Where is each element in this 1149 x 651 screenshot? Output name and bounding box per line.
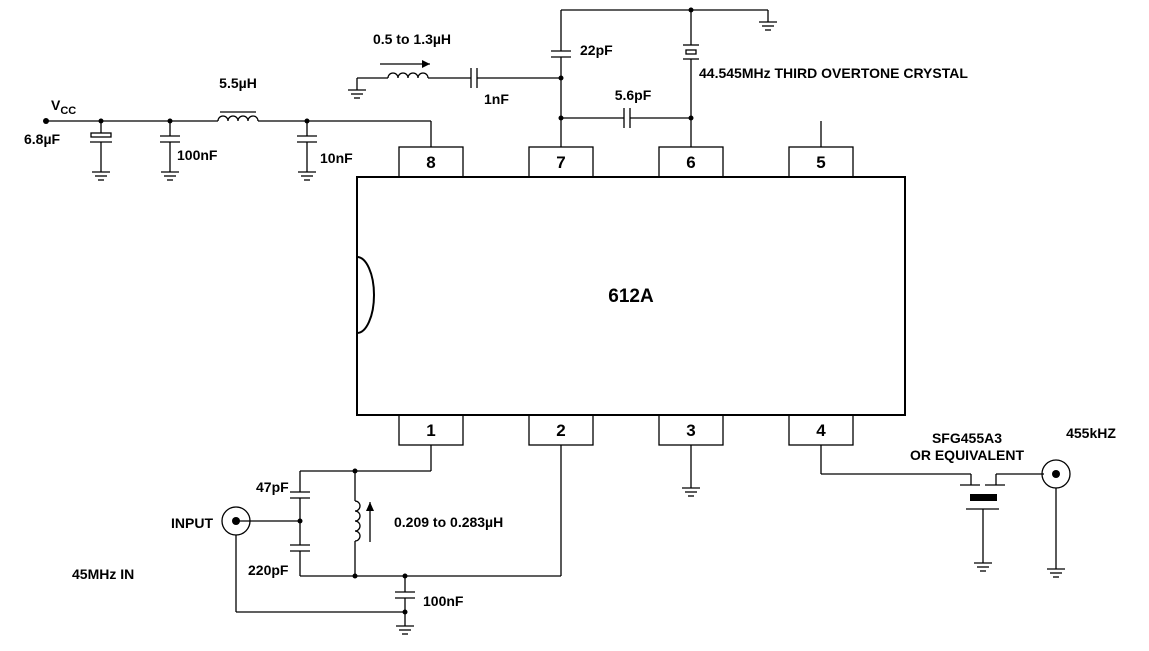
pin-2-label: 2 — [556, 421, 565, 440]
decoupling-capacitor-100nf-value: 100nF — [177, 147, 218, 163]
supply-inductor — [217, 111, 259, 122]
input-connector-label: INPUT — [171, 515, 213, 531]
oscillator-variable-inductor-value: 0.5 to 1.3µH — [373, 31, 451, 47]
feedback-capacitor-22pf — [551, 7, 778, 147]
input-variable-inductor-value: 0.209 to 0.283µH — [394, 514, 503, 530]
decoupling-capacitor-100nf — [160, 121, 180, 181]
pin-5-label: 5 — [816, 153, 825, 172]
input-capacitor-100nf — [395, 576, 415, 635]
overtone-crystal — [683, 10, 699, 147]
feedback-capacitor-5p6pf — [561, 108, 694, 128]
input-capacitive-divider — [290, 445, 562, 579]
ceramic-filter-part: SFG455A3 — [932, 430, 1002, 446]
pin-7-label: 7 — [556, 153, 565, 172]
input-capacitor-47pf-value: 47pF — [256, 479, 289, 495]
pin-6-label: 6 — [686, 153, 695, 172]
input-capacitor-220pf-value: 220pF — [248, 562, 289, 578]
pin-3-ground — [681, 445, 701, 497]
input-frequency-label: 45MHz IN — [72, 566, 134, 582]
ic-name: 612A — [608, 286, 654, 307]
input-variable-inductor — [354, 471, 374, 576]
pin-3-label: 3 — [686, 421, 695, 440]
pin-8-label: 8 — [426, 153, 435, 172]
overtone-crystal-label: 44.545MHz THIRD OVERTONE CRYSTAL — [699, 65, 968, 81]
ceramic-filter — [820, 445, 1044, 572]
supply-inductor-value: 5.5µH — [219, 75, 257, 91]
vcc-rail — [43, 118, 432, 147]
decoupling-capacitor-10nf — [297, 121, 317, 181]
ic-body — [356, 176, 906, 416]
output-frequency-label: 455kHZ — [1066, 425, 1116, 441]
oscillator-variable-inductor — [347, 60, 471, 99]
input-capacitor-100nf-value: 100nF — [423, 593, 464, 609]
feedback-capacitor-22pf-value: 22pF — [580, 42, 613, 58]
decoupling-capacitor-10nf-value: 10nF — [320, 150, 353, 166]
coupling-capacitor-1nf — [470, 68, 561, 88]
feedback-capacitor-5p6pf-value: 5.6pF — [615, 87, 652, 103]
ceramic-filter-note: OR EQUIVALENT — [910, 447, 1025, 463]
vcc-label: VCC — [51, 97, 76, 117]
coupling-capacitor-1nf-value: 1nF — [484, 91, 509, 107]
pin-4-label: 4 — [816, 421, 826, 440]
pin-1-label: 1 — [426, 421, 435, 440]
bulk-capacitor-value: 6.8µF — [24, 131, 61, 147]
bulk-capacitor — [90, 121, 112, 181]
input-connector — [221, 506, 405, 613]
output-connector — [1041, 459, 1071, 578]
